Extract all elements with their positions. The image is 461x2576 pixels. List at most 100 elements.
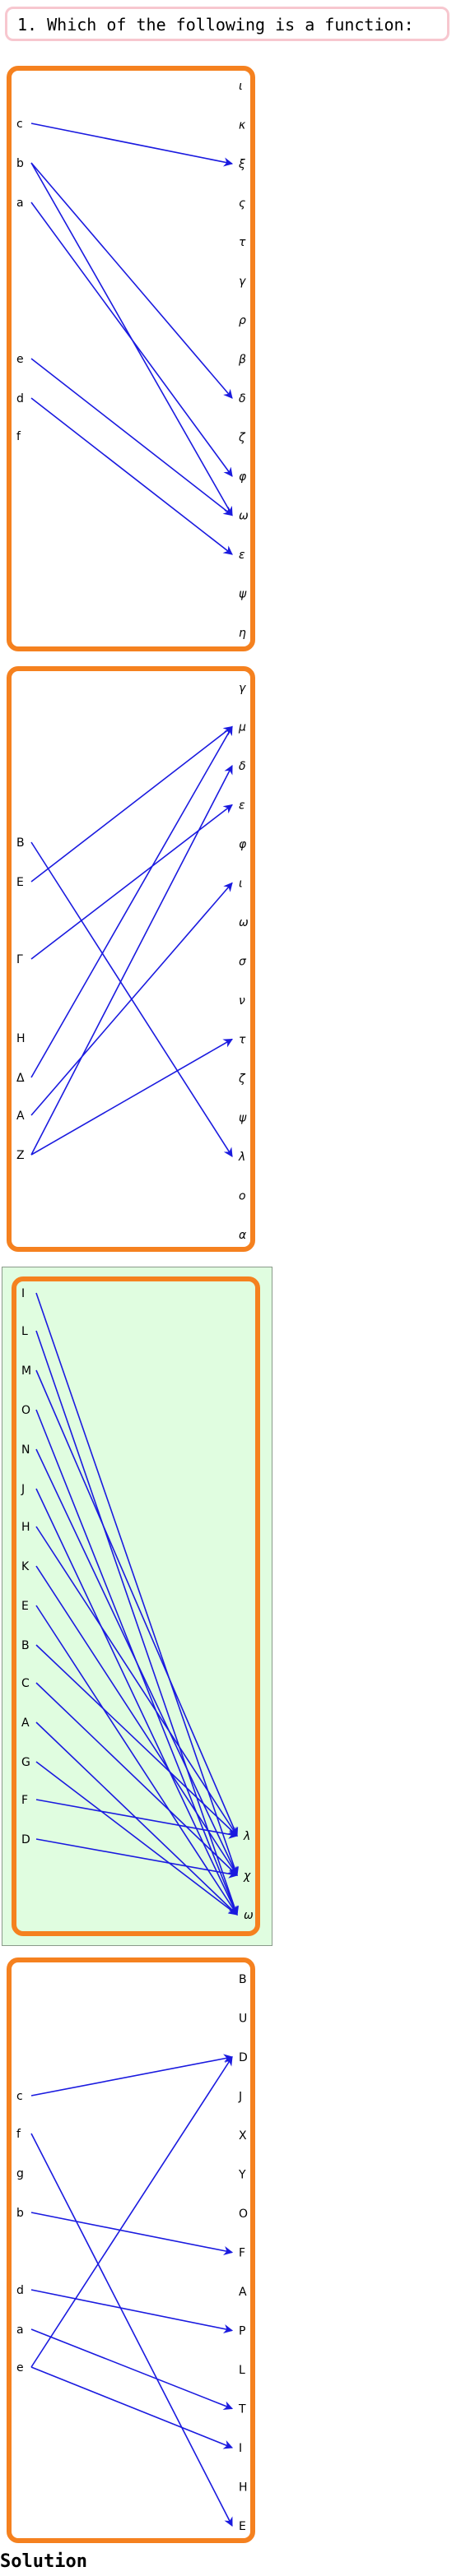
diagram-3-domain-label: G bbox=[21, 1756, 30, 1769]
diagram-3-domain-label: O bbox=[21, 1404, 30, 1417]
diagram-2-codomain-label: ω bbox=[239, 916, 249, 929]
diagram-3-domain-label: D bbox=[21, 1833, 30, 1846]
diagram-4-arrow-c-D bbox=[30, 2054, 234, 2096]
diagram-3-domain-label: N bbox=[21, 1443, 30, 1457]
diagram-1-codomain-label: τ bbox=[239, 236, 246, 249]
diagram-3-domain-label: A bbox=[21, 1717, 30, 1730]
diagram-1-domain-label: d bbox=[16, 392, 24, 405]
diagram-4-codomain-label: T bbox=[238, 2403, 246, 2416]
diagram-4-arrow-f-E bbox=[30, 2133, 233, 2527]
diagram-3-arrow-C-χ bbox=[35, 1682, 238, 1876]
diagram-1-codomain-label: β bbox=[238, 354, 246, 367]
diagram-1-codomain-label: ω bbox=[239, 510, 249, 523]
diagram-3-domain-label: H bbox=[21, 1521, 30, 1534]
diagram-2-codomain-label: σ bbox=[239, 956, 247, 969]
diagram-1-arrow-d-ε bbox=[30, 397, 233, 555]
diagram-3-arrow-I-χ bbox=[35, 1292, 240, 1877]
diagram-3-domain-label: M bbox=[21, 1364, 31, 1378]
diagram-4-codomain-label: Y bbox=[238, 2169, 246, 2182]
diagram-2-codomain-label: ψ bbox=[239, 1112, 247, 1125]
diagram-4-codomain-label: L bbox=[239, 2364, 245, 2377]
diagram-4-codomain-label: U bbox=[239, 2013, 247, 2026]
diagram-4-arrow-a-T bbox=[30, 2328, 234, 2411]
diagram-2-codomain-label: τ bbox=[239, 1034, 246, 1047]
diagram-3-domain-label: B bbox=[21, 1639, 30, 1652]
diagram-4-domain-label: a bbox=[16, 2323, 24, 2337]
diagram-1-codomain-label: κ bbox=[239, 119, 246, 132]
diagram-3-arrow-G-ω bbox=[35, 1761, 238, 1916]
diagram-2-codomain-label: δ bbox=[239, 760, 246, 773]
diagram-2-domain-label: E bbox=[16, 876, 24, 889]
diagram-1-codomain-label: γ bbox=[239, 276, 246, 289]
labels-layer: cbaedfικξςτγρβδζφωεψηBEΓHΔAZγμδεφιωσντζψ… bbox=[16, 80, 254, 2533]
diagram-1-codomain-label: φ bbox=[239, 470, 247, 484]
diagram-1-codomain-label: ε bbox=[239, 549, 245, 562]
solution-label: Solution bbox=[0, 2551, 87, 2572]
diagram-panel-4[interactable] bbox=[7, 1957, 255, 2543]
diagram-panel-3[interactable] bbox=[12, 1276, 260, 1936]
question-text: 1. Which of the following is a function: bbox=[17, 15, 414, 35]
diagram-1-domain-label: e bbox=[16, 353, 24, 366]
diagram-3-arrow-M-λ bbox=[35, 1369, 239, 1837]
diagram-1-domain-label: a bbox=[16, 197, 24, 210]
edges-layer bbox=[30, 123, 240, 2527]
diagram-1-codomain-label: ι bbox=[239, 80, 243, 93]
diagram-2-codomain-label: λ bbox=[238, 1151, 245, 1164]
diagram-2-domain-label: A bbox=[16, 1110, 25, 1123]
diagram-1-arrow-b-δ bbox=[30, 162, 233, 399]
diagram-1-codomain-label: ρ bbox=[239, 314, 246, 327]
diagram-2-arrow-E-μ bbox=[30, 725, 233, 883]
diagram-1-domain-label: c bbox=[16, 118, 23, 131]
diagram-4-codomain-label: D bbox=[239, 2051, 248, 2064]
diagram-3-codomain-label: λ bbox=[243, 1830, 250, 1843]
diagram-4-codomain-label: B bbox=[239, 1973, 247, 1986]
diagram-2-domain-label: Z bbox=[16, 1149, 25, 1162]
diagram-4-domain-label: c bbox=[16, 2090, 23, 2103]
diagram-4-domain-label: g bbox=[16, 2167, 24, 2180]
diagram-1-codomain-label: η bbox=[239, 627, 246, 640]
diagram-3-arrow-D-χ bbox=[35, 1838, 239, 1879]
diagram-1-codomain-label: ς bbox=[239, 197, 245, 211]
diagram-2-codomain-label: α bbox=[239, 1229, 247, 1242]
diagram-4-codomain-label: O bbox=[239, 2208, 248, 2221]
diagram-4-domain-label: f bbox=[16, 2128, 21, 2141]
diagram-4-codomain-label: A bbox=[239, 2286, 247, 2299]
highlight-background[interactable] bbox=[2, 1267, 272, 1946]
diagram-panel-1[interactable] bbox=[7, 66, 255, 651]
diagram-2-domain-label: H bbox=[16, 1032, 26, 1045]
diagram-4-codomain-label: F bbox=[239, 2247, 245, 2260]
diagram-3-arrow-E-ω bbox=[35, 1605, 238, 1916]
diagram-3-codomain-label: χ bbox=[243, 1869, 251, 1883]
diagram-2-domain-label: Γ bbox=[16, 953, 23, 966]
diagram-1-codomain-label: ξ bbox=[238, 158, 245, 171]
diagram-3-codomain-label: ω bbox=[244, 1909, 254, 1922]
diagram-3-arrow-H-λ bbox=[35, 1526, 238, 1837]
diagram-1-arrow-c-ξ bbox=[30, 123, 234, 167]
diagram-2-codomain-label: μ bbox=[238, 721, 246, 734]
diagram-3-arrow-F-λ bbox=[35, 1799, 239, 1839]
diagram-1-codomain-label: δ bbox=[239, 392, 246, 405]
diagram-3-domain-label: J bbox=[21, 1483, 25, 1496]
diagram-1-codomain-label: ζ bbox=[238, 432, 246, 445]
diagram-2-arrow-A-ι bbox=[30, 882, 233, 1116]
diagram-4-arrow-e-I bbox=[30, 2366, 234, 2449]
diagram-4-domain-label: e bbox=[16, 2361, 24, 2374]
diagram-2-domain-label: B bbox=[16, 836, 25, 850]
diagram-1-arrow-a-φ bbox=[30, 202, 233, 477]
diagram-4-arrow-b-F bbox=[30, 2212, 234, 2256]
diagram-2-arrow-Z-δ bbox=[30, 765, 233, 1156]
diagram-2-codomain-label: γ bbox=[239, 682, 246, 695]
diagram-3-arrow-B-λ bbox=[35, 1644, 238, 1837]
diagram-2-codomain-label: ε bbox=[239, 799, 245, 813]
diagram-3-arrow-L-ω bbox=[35, 1330, 240, 1916]
diagram-4-codomain-label: I bbox=[239, 2442, 242, 2455]
diagram-4-codomain-label: H bbox=[239, 2481, 248, 2495]
diagram-4-codomain-label: E bbox=[239, 2520, 246, 2533]
diagram-3-arrow-J-ω bbox=[35, 1488, 238, 1916]
diagram-panel-2[interactable] bbox=[7, 666, 255, 1252]
question-box: 1. Which of the following is a function: bbox=[5, 7, 449, 41]
diagram-2-codomain-label: ι bbox=[239, 878, 243, 891]
diagram-2-arrow-Z-τ bbox=[30, 1038, 233, 1156]
diagram-2-arrow-Γ-ε bbox=[30, 804, 233, 960]
